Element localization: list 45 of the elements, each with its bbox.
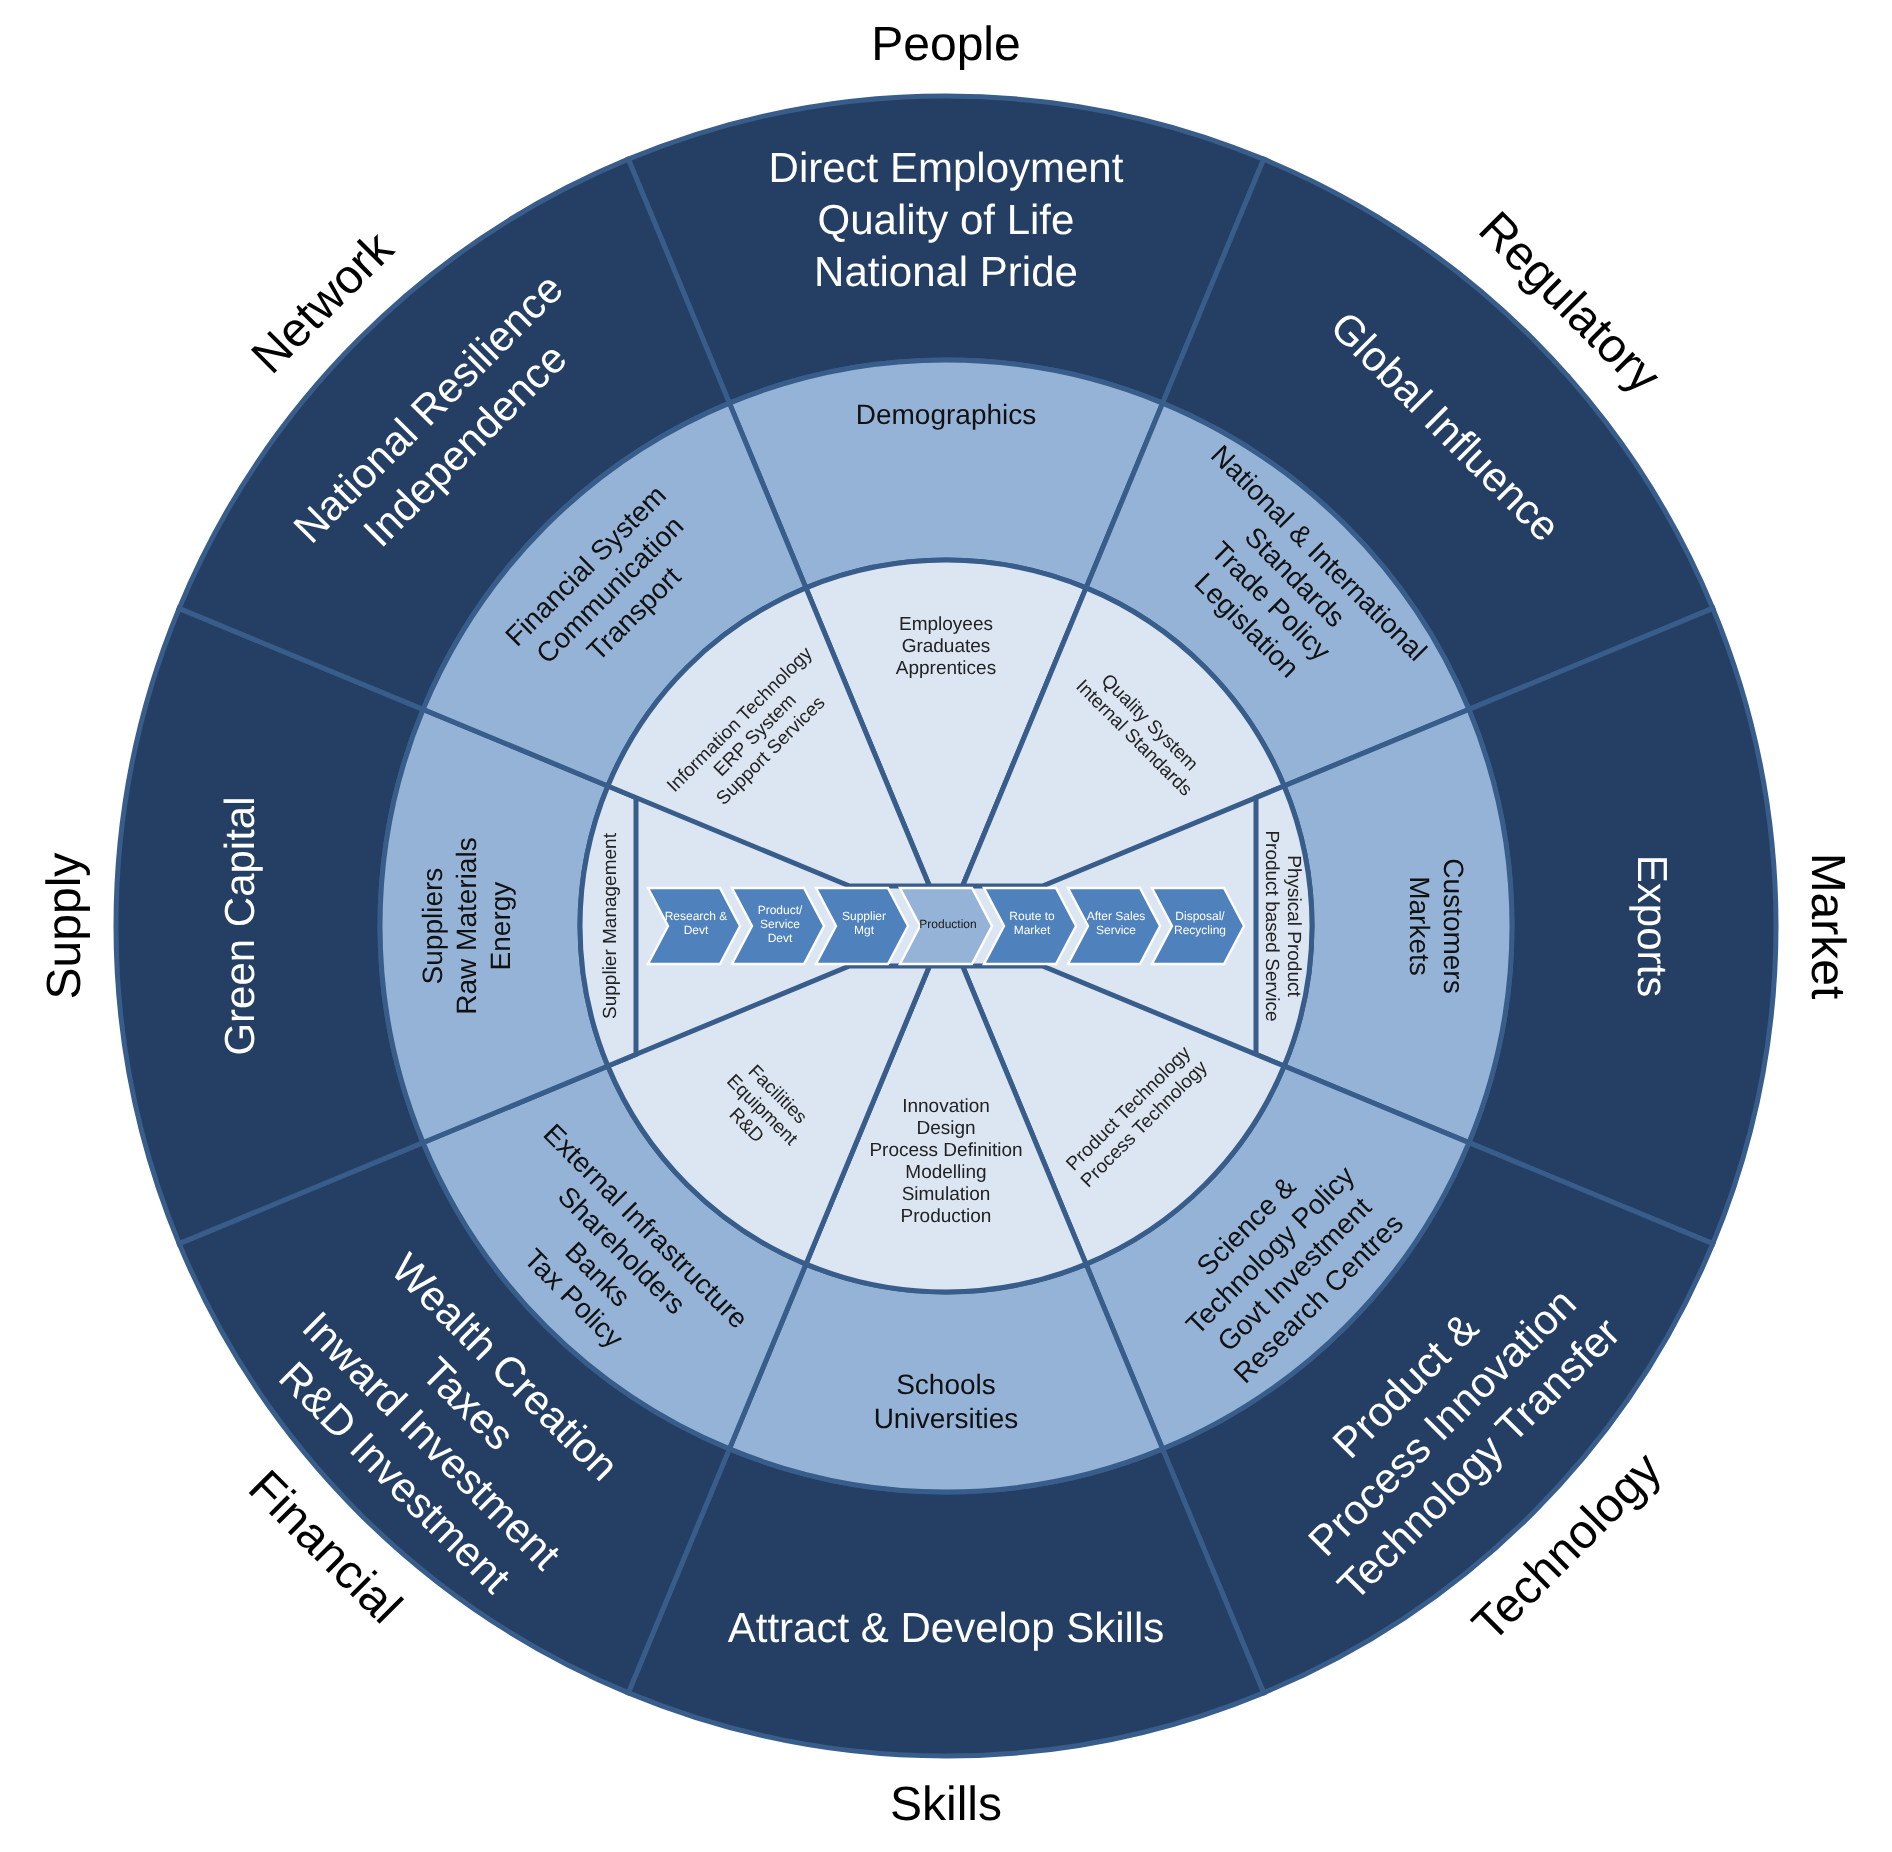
chevron-shape (1066, 886, 1162, 966)
ring-sector (625, 94, 1267, 406)
sector-text: Physical Product (1282, 855, 1304, 997)
chevron-shape (898, 886, 994, 966)
sector-text: Supplier Management (599, 833, 621, 1019)
ring-sector (726, 358, 1166, 591)
category-label: Supply (36, 852, 94, 1000)
sector-text: Process Definition (869, 1140, 1023, 1162)
ring-sector (1160, 156, 1716, 712)
sector-text: Exports (1626, 854, 1676, 998)
ring-sector (625, 1446, 1267, 1758)
category-label: People (871, 16, 1021, 76)
chevron-shape (646, 886, 742, 966)
sector-text: Modelling (905, 1162, 987, 1184)
sector-text: Innovation (902, 1096, 990, 1118)
ring-sector (1160, 1140, 1716, 1696)
sector-text: Markets (1402, 876, 1436, 976)
sector-text: Product based Service (1260, 830, 1282, 1022)
sector-text: Quality of Life (817, 196, 1075, 248)
sector-text: Design (916, 1118, 976, 1140)
category-label: Skills (889, 1776, 1002, 1836)
sector-text: Suppliers (415, 867, 449, 985)
chevron-shape (730, 886, 826, 966)
sector-text: Direct Employment (768, 144, 1124, 196)
sector-text: Production (900, 1206, 992, 1228)
sector-text: Schools (896, 1368, 996, 1402)
sector-text: Graduates (901, 635, 991, 657)
ring-sector (176, 156, 732, 712)
ring-sector (1466, 605, 1778, 1247)
sector-text: Raw Materials (449, 837, 483, 1015)
sector-text: Energy (483, 881, 517, 971)
sector-text: Apprentices (895, 657, 997, 679)
sector-text: Universities (873, 1402, 1019, 1436)
ring-sector (1281, 706, 1514, 1146)
chevron-shape (814, 886, 910, 966)
sector-text: Employees (899, 613, 993, 635)
sector-text: Simulation (901, 1184, 991, 1206)
chevron-shape (982, 886, 1078, 966)
sector-text: Attract & Develop Skills (727, 1604, 1165, 1656)
sector-text: National Pride (814, 248, 1078, 300)
sector-text: Demographics (855, 397, 1037, 431)
sector-text: Customers (1436, 858, 1470, 994)
chevron-shape (1150, 886, 1246, 966)
category-label: Market (1798, 852, 1856, 1000)
sector-text: Green Capital (216, 796, 266, 1056)
